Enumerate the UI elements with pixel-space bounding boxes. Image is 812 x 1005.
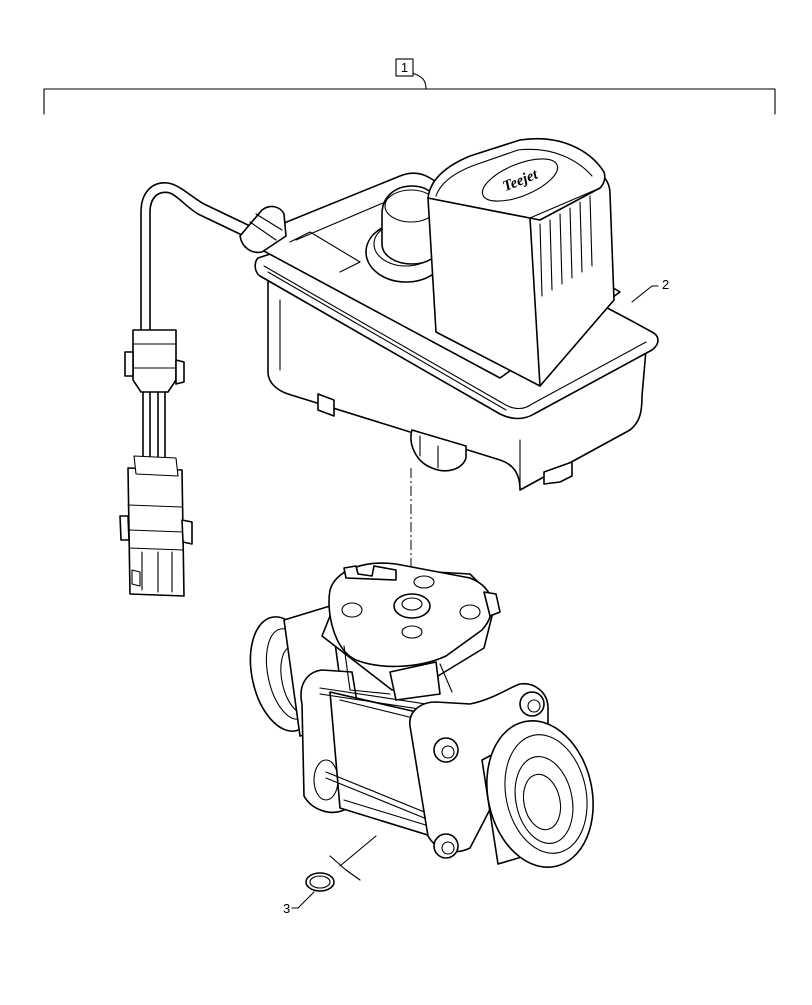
motor-cover: Teejet [427,138,615,387]
wire-harness [124,182,251,471]
callout-1: 1 [395,58,414,77]
assembly-bracket [43,72,776,115]
o-ring [305,872,335,892]
ball-valve [249,605,594,868]
callout-1-label: 1 [401,60,408,75]
electrical-connector [119,455,193,597]
callout-2-label: 2 [662,277,669,292]
valve-mounting-bracket [321,562,501,701]
callout-3: 3 [283,835,377,916]
brand-logo-badge [481,158,559,202]
callout-2: 2 [631,277,669,303]
callout-3-label: 3 [283,901,290,916]
